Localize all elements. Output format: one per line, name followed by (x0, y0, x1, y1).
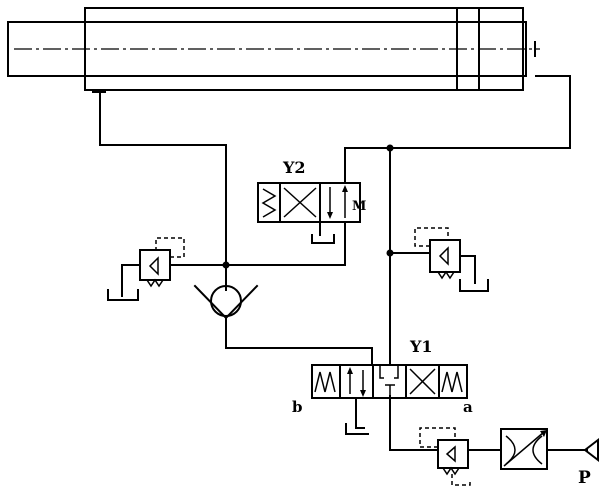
check-valve-seat (193, 284, 259, 320)
pipe-j1-horizontal (181, 221, 346, 266)
pressure-source-icon (583, 437, 599, 463)
y1-left-actuator (311, 364, 341, 399)
right-relief-drain-pipe (459, 255, 476, 284)
y1-left-arrow-down-icon (360, 390, 366, 397)
y2-arrow-down-icon (327, 212, 333, 219)
y1-right-actuator (438, 364, 468, 399)
junction-dot-right (386, 249, 394, 257)
junction-dot-left (222, 261, 230, 269)
left-relief-arrow-icon (148, 256, 159, 276)
y2-arrow-up-icon (342, 185, 348, 192)
valve-y1-label: Y1 (409, 337, 433, 356)
y2-cross-b (283, 187, 317, 218)
right-relief-pilot-line (414, 227, 449, 247)
y1-right-cross-b (409, 368, 436, 395)
pipe-rod-side (99, 91, 227, 266)
y2-spring-icon (261, 188, 277, 218)
regulator-arrow-icon (445, 445, 456, 463)
right-relief-tank-icon (459, 279, 489, 292)
left-relief-spring-icon (146, 278, 164, 288)
throttle-adjust-arrow (503, 431, 545, 467)
left-relief-pilot-line (155, 237, 185, 258)
check-valve-ball (210, 285, 242, 317)
y2-tank-icon (311, 234, 335, 244)
y1-tank-pipe (355, 397, 365, 429)
solenoid-valve-y1: Y1 b a (292, 337, 473, 435)
left-relief-tank-icon (107, 289, 139, 301)
y2-spring-box (257, 182, 281, 223)
y1-center-port-b (394, 365, 399, 379)
regulator-body (437, 439, 469, 469)
y1-right-spring-icon (441, 371, 463, 393)
regulator-spring-icon (442, 466, 460, 476)
right-relief-body (429, 239, 461, 273)
relief-valve-right (414, 227, 489, 292)
left-relief-body (139, 249, 171, 281)
regulator-pilot-line (419, 427, 456, 448)
piston-rod (7, 21, 527, 77)
throttle-valve (500, 428, 548, 470)
check-valve (193, 284, 259, 320)
y1-port-b-label: b (292, 398, 303, 416)
y2-block-right (319, 182, 361, 223)
solenoid-valve-y2: Y2 M (257, 158, 366, 244)
pipe-y2-top (344, 147, 391, 184)
junction-dot-top (386, 144, 394, 152)
pressure-regulator (419, 427, 471, 486)
left-relief-drain-pipe (121, 264, 141, 297)
hydraulic-cylinder (7, 7, 540, 91)
y1-tank-icon (345, 423, 369, 435)
y1-port-a-label: a (463, 398, 473, 416)
relief-valve-left (107, 237, 185, 301)
regulator-drain-line (451, 474, 471, 486)
throttle-arrow-head-icon (540, 430, 547, 437)
valve-y2-label: Y2 (282, 158, 306, 177)
pressure-source: P (578, 437, 599, 488)
y1-left-spring-icon (314, 371, 336, 393)
y1-center-port-a (379, 365, 384, 379)
pipe-check-to-y1 (225, 317, 373, 366)
right-relief-arrow-icon (438, 246, 449, 266)
pipe-y1-to-regulator (389, 395, 439, 451)
y1-left-arrow-up-icon (347, 367, 353, 374)
pressure-source-label: P (578, 468, 591, 488)
throttle-curve-right (532, 435, 543, 465)
y2-solenoid-mark: M (352, 199, 366, 214)
pipe-cap-side (389, 75, 571, 149)
y1-block-left (339, 364, 374, 399)
throttle-body (500, 428, 548, 470)
right-relief-spring-icon (437, 270, 455, 280)
